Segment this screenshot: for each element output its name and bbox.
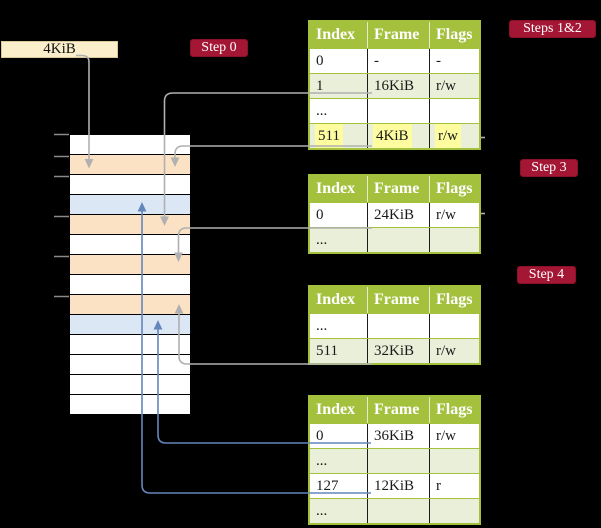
page-table-level-4: Index Frame Flags 0 - - 1 16KiB r/w ... … (308, 20, 481, 150)
cr3-box-label: 4KiB (43, 41, 76, 57)
memory-frame-row-peach (70, 295, 190, 315)
header-index: Index (310, 176, 368, 202)
table-row: 0 36KiB r/w (310, 423, 479, 448)
memory-frame-row-blue (70, 315, 190, 335)
header-flags: Flags (436, 401, 473, 418)
badge-step-4: Step 4 (517, 266, 576, 284)
table-row: 127 12KiB r (310, 473, 479, 498)
table-row: ... (310, 98, 479, 123)
header-flags: Flags (436, 180, 473, 197)
memory-frame-row-white (70, 275, 190, 295)
header-frame: Frame (368, 287, 430, 313)
badge-steps-1-2: Steps 1&2 (509, 20, 596, 38)
page-table-level-2: Index Frame Flags ... 511 32KiB r/w (308, 285, 481, 365)
memory-frame-row-white (70, 175, 190, 195)
table-row: 1 16KiB r/w (310, 73, 479, 98)
header-flags: Flags (436, 26, 473, 43)
header-frame: Frame (368, 397, 430, 423)
table-row: ... (310, 313, 479, 338)
page-table-level-1: Index Frame Flags 0 36KiB r/w ... 127 12… (308, 395, 481, 525)
badge-step-3: Step 3 (520, 159, 578, 177)
memory-frame-row-blue (70, 195, 190, 215)
memory-frame-row-white (70, 335, 190, 355)
memory-offset-ticks (54, 133, 69, 298)
table-row: ... (310, 498, 479, 523)
memory-frame-row-white (70, 395, 190, 415)
memory-frame-row-white (70, 375, 190, 395)
header-flags: Flags (436, 291, 473, 308)
memory-frame-row-white (70, 355, 190, 375)
cr3-box: 4KiB (1, 41, 118, 58)
memory-frame-row-white (70, 235, 190, 255)
header-frame: Frame (368, 22, 430, 48)
memory-column (70, 134, 190, 415)
header-index: Index (310, 397, 368, 423)
table-row: 511 32KiB r/w (310, 338, 479, 363)
memory-frame-row-peach (70, 155, 190, 175)
table-header: Index Frame Flags (310, 22, 479, 48)
table-header: Index Frame Flags (310, 287, 479, 313)
table-row: 0 - - (310, 48, 479, 73)
page-table-level-3: Index Frame Flags 0 24KiB r/w ... (308, 174, 481, 254)
memory-frame-row-peach (70, 215, 190, 235)
header-index: Index (310, 287, 368, 313)
table-row: 0 24KiB r/w (310, 202, 479, 227)
memory-frame-row-peach (70, 255, 190, 275)
table-row-highlighted: 511 4KiB r/w (310, 123, 479, 148)
table-row: ... (310, 227, 479, 252)
badge-step-0: Step 0 (190, 39, 248, 57)
table-header: Index Frame Flags (310, 397, 479, 423)
table-row: ... (310, 448, 479, 473)
header-index: Index (310, 22, 368, 48)
header-frame: Frame (368, 176, 430, 202)
memory-frame-row-white (70, 135, 190, 155)
table-header: Index Frame Flags (310, 176, 479, 202)
